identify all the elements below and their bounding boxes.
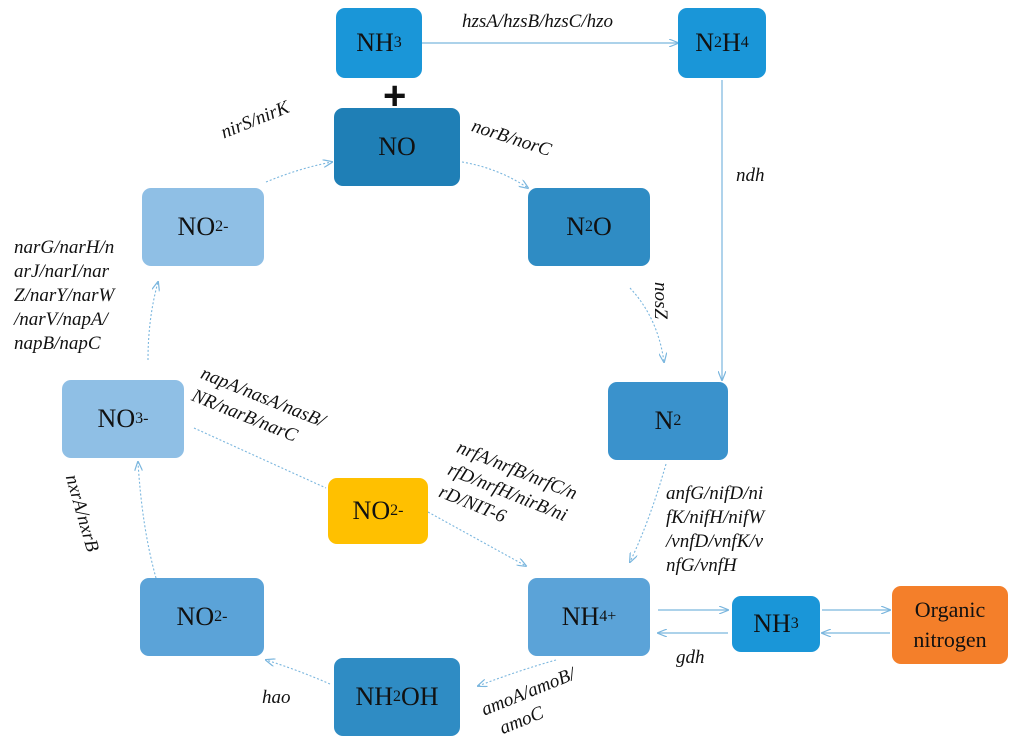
edge-n2-to-nh4 (630, 463, 667, 562)
node-no3-base: NO (97, 404, 136, 433)
node-no2-lower-base: NO (176, 602, 215, 631)
node-no2-center-sup: - (398, 502, 404, 519)
node-no-base: NO (378, 132, 416, 161)
gene-label-nif: anfG/nifD/ni fK/nifH/nifW /vnfD/vnfK/v n… (666, 482, 764, 578)
node-n2h4-base: N (695, 28, 714, 57)
node-no2-upper-base: NO (177, 212, 216, 241)
node-n2o-tail: O (593, 212, 612, 241)
edge-no-to-n2o (461, 161, 528, 188)
gene-nar-line-1: narG/narH/n (14, 237, 115, 258)
gene-nif-line-4: nfG/vnfH (666, 555, 737, 576)
node-no2-center-sub: 2 (390, 502, 399, 519)
gene-label-gdh: gdh (676, 647, 705, 668)
gene-label-hzs: hzsA/hzsB/hzsC/hzo (462, 11, 613, 32)
gene-nar-line-5: napB/napC (14, 333, 101, 354)
edge-no3-to-no2 (147, 282, 158, 361)
edge-nh4-to-nh2oh (478, 659, 557, 686)
node-organic-nitrogen-text: Organic nitrogen (913, 595, 986, 655)
node-no: NO (334, 108, 460, 186)
node-nh3-top-sub: 3 (393, 34, 402, 51)
node-nh2oh-sub: 2 (393, 688, 401, 705)
edge-nh2oh-to-no2-lower (266, 660, 331, 685)
node-nh2oh-base: NH (355, 682, 393, 711)
edge-no2-to-no (265, 162, 332, 183)
node-no2-lower-sub: 2 (214, 608, 223, 625)
gene-nif-line-1: anfG/nifD/ni (666, 483, 764, 504)
node-n2h4-mid: H (722, 28, 741, 57)
node-nh4-base: NH (561, 602, 600, 631)
node-nh4-sub: 4 (599, 608, 608, 625)
gene-nar-line-4: /narV/napA/ (14, 309, 108, 330)
node-organic-line2: nitrogen (913, 627, 987, 652)
node-nh2oh-tail: OH (401, 682, 439, 711)
gene-nar-line-3: Z/narY/narW (14, 285, 115, 306)
node-n2o-sub: 2 (585, 218, 593, 235)
node-n2o-base: N (566, 212, 585, 241)
node-no2-lower-sup: - (222, 608, 228, 625)
node-no2-center-base: NO (352, 496, 391, 525)
node-no2-upper-sup: - (223, 218, 229, 235)
node-n2h4-sub: 2 (714, 34, 722, 51)
gene-nar-line-2: arJ/narI/nar (14, 261, 109, 282)
node-nh3-right-sub: 3 (790, 615, 799, 632)
gene-label-hao: hao (262, 687, 291, 708)
edge-no2-lower-to-no3 (138, 462, 157, 579)
node-no3-sup: - (143, 410, 149, 427)
node-no2-upper-sub: 2 (215, 218, 224, 235)
gene-label-ndh: ndh (736, 165, 765, 186)
gene-label-nar: narG/narH/n arJ/narI/nar Z/narY/narW /na… (14, 236, 114, 356)
gene-nif-line-2: fK/nifH/nifW (666, 507, 765, 528)
node-n2-sub: 2 (673, 412, 682, 429)
edge-n2o-to-n2 (629, 287, 664, 362)
node-nh3-top-base: NH (356, 28, 394, 57)
node-n2h4-sub2: 4 (740, 34, 749, 51)
plus-sign: + (383, 74, 407, 118)
gene-label-nosz: nosZ (650, 282, 671, 319)
edge-no3-to-no2-center (193, 427, 327, 489)
node-nh4-sup: + (607, 608, 617, 625)
node-organic-line1: Organic (914, 597, 986, 622)
node-organic-nitrogen: Organic nitrogen (892, 586, 1008, 664)
node-n2-base: N (654, 406, 674, 435)
edge-no2-center-to-nh4 (427, 511, 526, 566)
gene-nif-line-3: /vnfD/vnfK/v (666, 531, 764, 552)
node-no3-sub: 3 (135, 410, 144, 427)
node-nh3-right-base: NH (753, 609, 791, 638)
